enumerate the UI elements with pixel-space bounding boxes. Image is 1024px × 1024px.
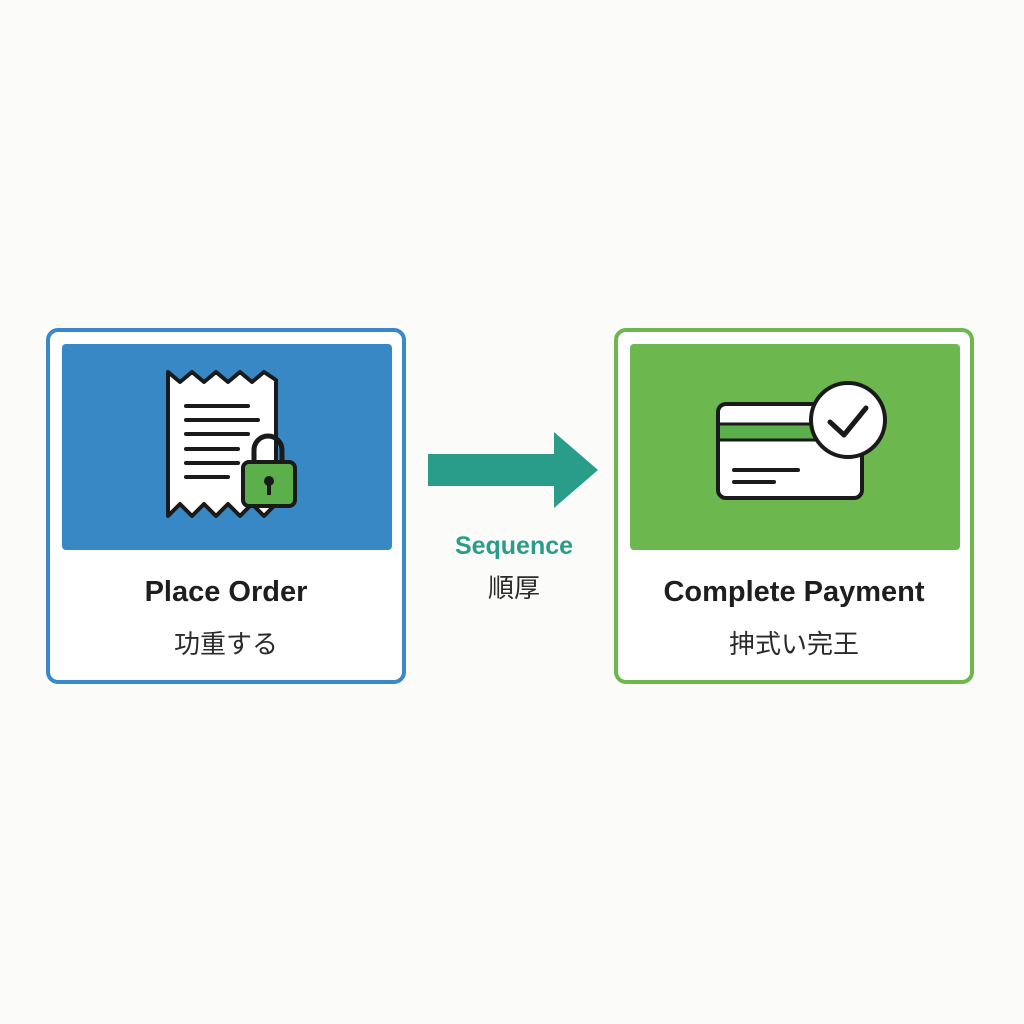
step-subtitle: 抻式い完王 <box>728 630 859 660</box>
step-card-complete-payment: Complete Payment 抻式い完王 <box>614 328 974 684</box>
connector-label: Sequence <box>454 532 574 560</box>
step-title: Place Order <box>144 576 308 608</box>
credit-card-check-icon <box>716 381 887 500</box>
step-icon-panel <box>630 344 960 550</box>
step-title: Complete Payment <box>663 576 925 608</box>
receipt-lock-icon <box>166 370 297 518</box>
arrow-right-icon <box>428 432 598 508</box>
step-subtitle: 功重する <box>173 630 278 660</box>
step-card-place-order: Place Order 功重する <box>46 328 406 684</box>
connector-sublabel: 順厚 <box>487 574 540 604</box>
step-icon-panel <box>62 344 392 550</box>
